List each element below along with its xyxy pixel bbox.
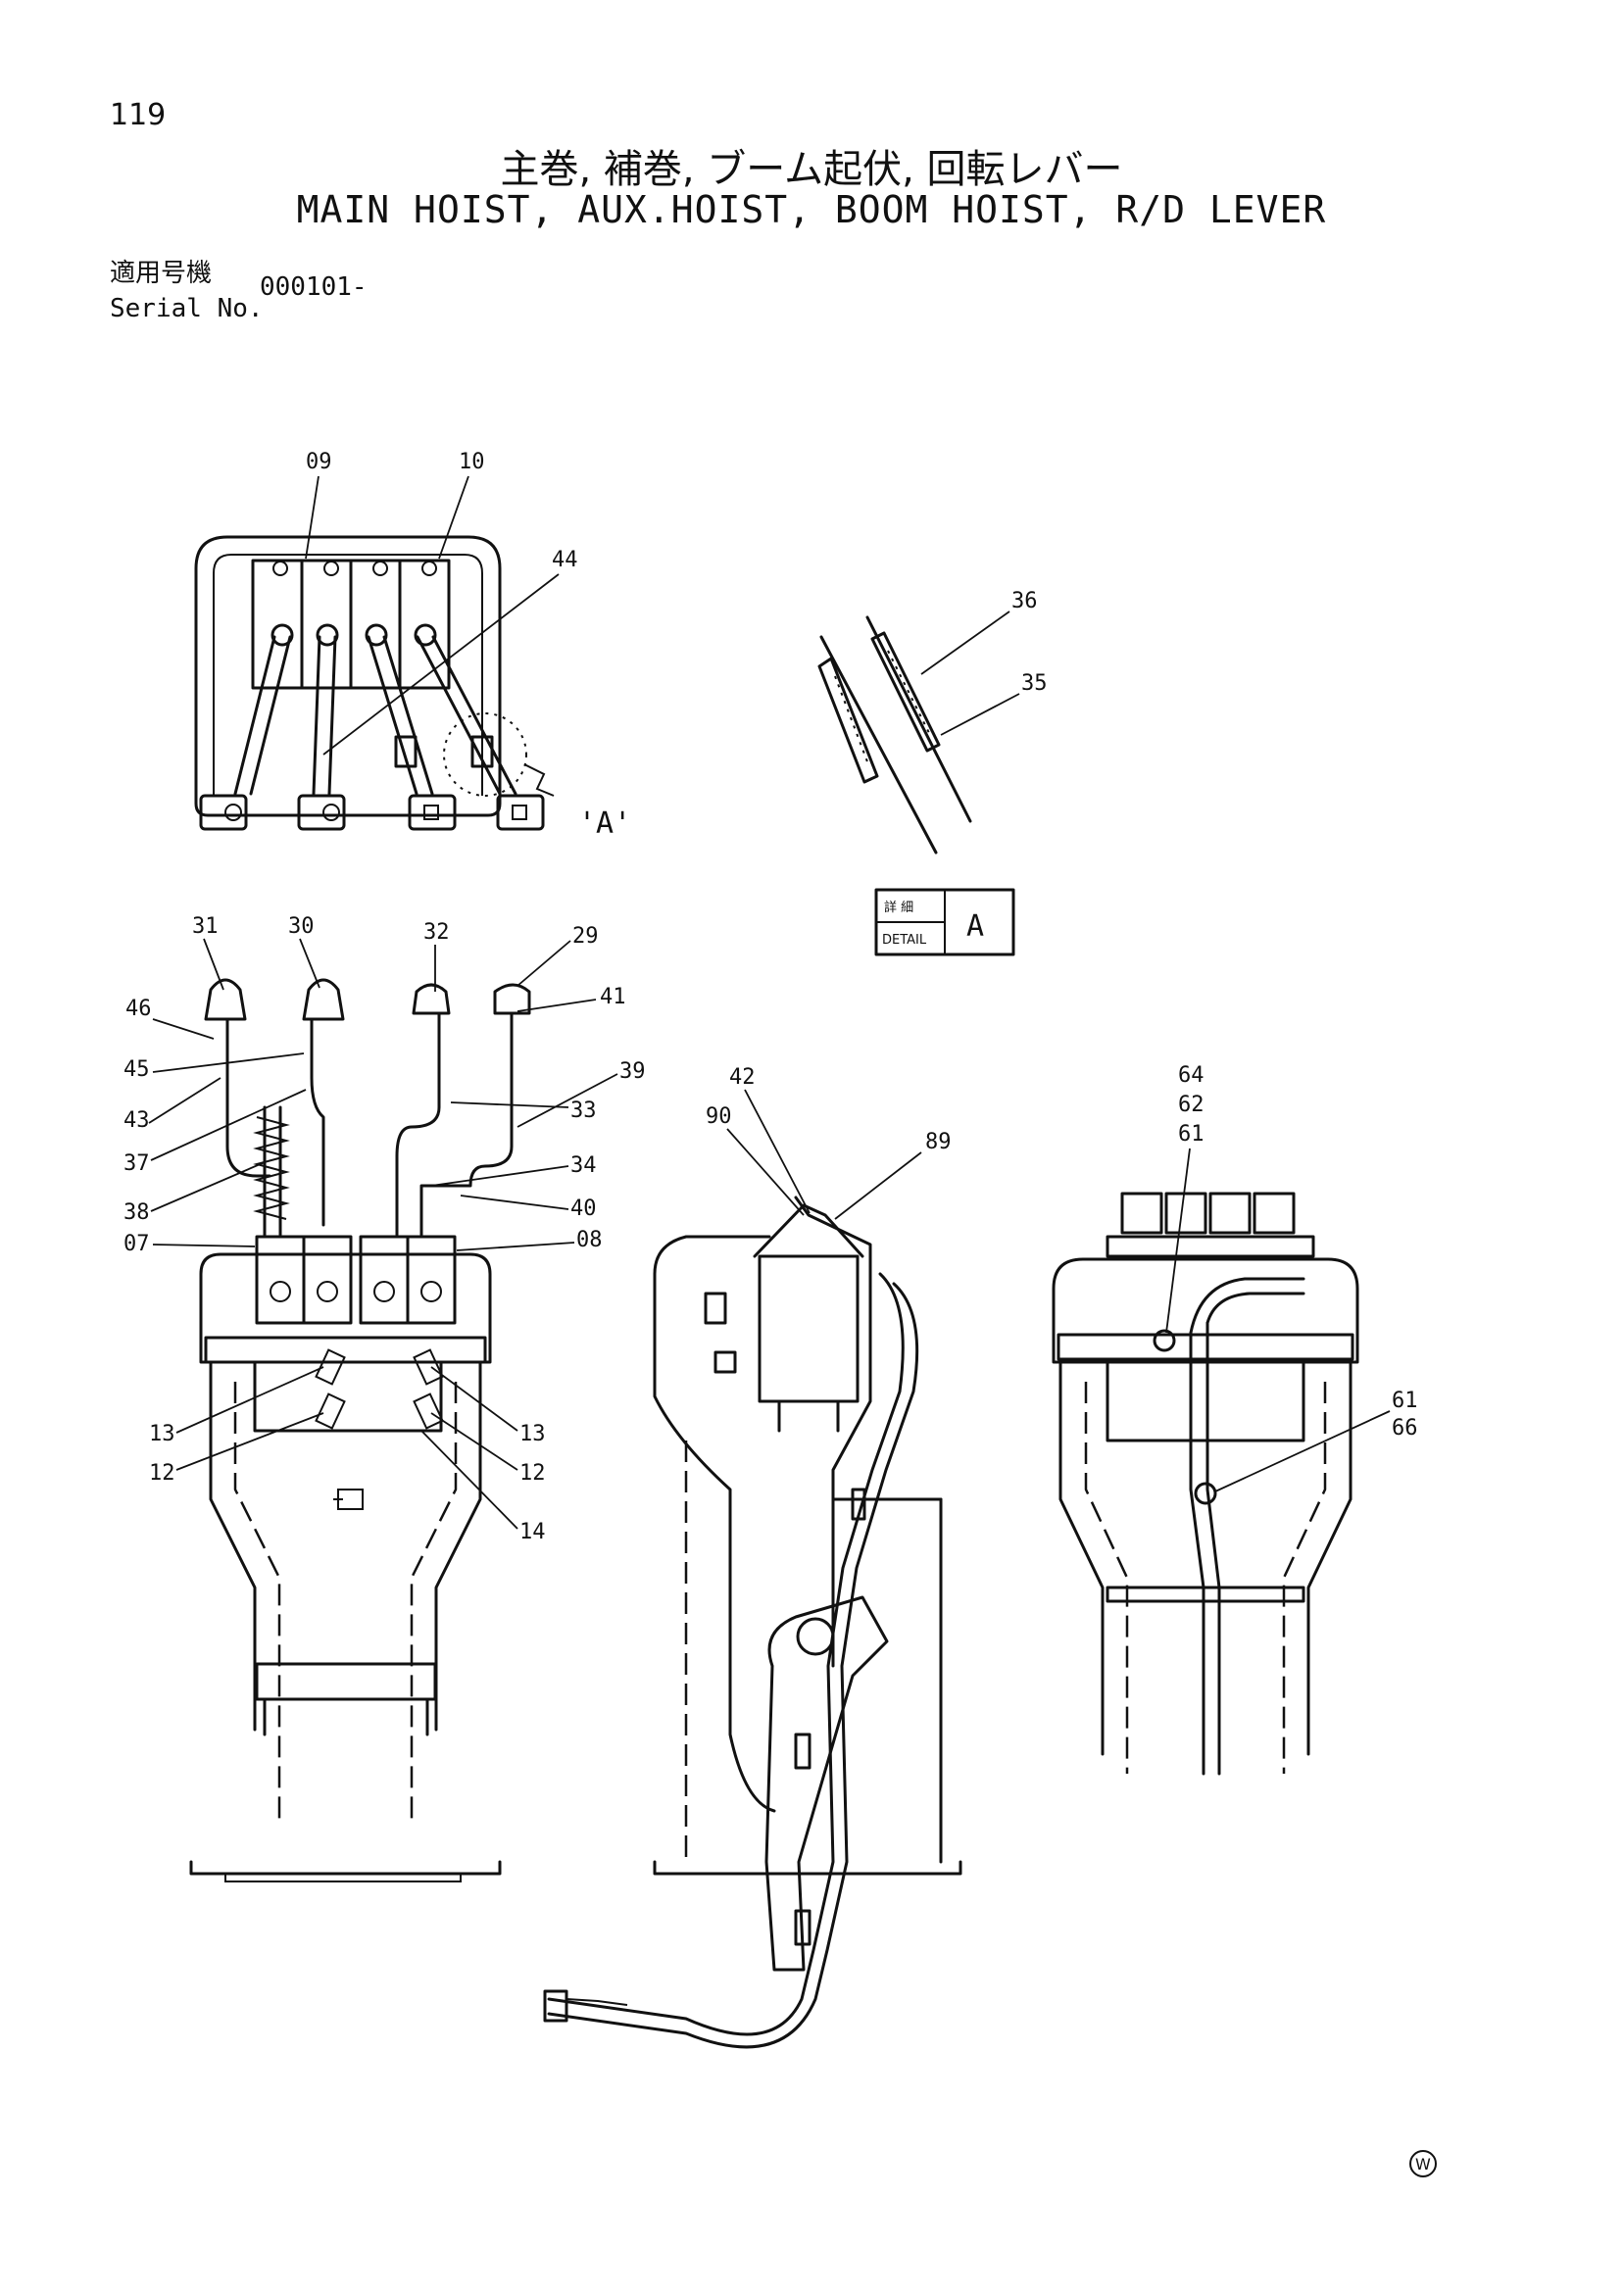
callout-label: 90 [706,1104,732,1129]
callout-label: 45 [123,1057,150,1082]
callout-label: 12 [519,1461,546,1486]
page-title-english: MAIN HOIST, AUX.HOIST, BOOM HOIST, R/D L… [296,188,1327,231]
callout-label: 33 [570,1099,597,1123]
detail-label-english: DETAIL [882,933,927,948]
callout-label: 62 [1178,1093,1205,1117]
callout-label: 36 [1011,589,1038,613]
callout-label: 38 [123,1200,150,1225]
callout-label: 39 [619,1059,646,1084]
callout-label: 66 [1392,1416,1418,1441]
footer-mark: W [1415,2155,1431,2174]
callout-label: 35 [1021,671,1048,696]
page-number: 119 [110,98,167,132]
serial-label-english: Serial No. [110,294,264,323]
detail-a-view [817,615,972,855]
callout-label: 12 [149,1461,175,1486]
detail-label-japanese: 詳 細 [884,900,913,915]
serial-label-japanese: 適用号機 [110,259,213,288]
callout-label: 30 [288,914,315,939]
side-view [543,1196,962,2049]
callout-label: 34 [570,1153,597,1178]
callout-label: 43 [123,1108,150,1133]
callout-label: 09 [306,450,332,474]
callout-label: 08 [576,1228,603,1252]
rear-view [1052,1192,1359,1776]
callout-label: 31 [192,914,219,939]
serial-number-value: 000101- [260,272,368,302]
front-view [189,978,531,1882]
callout-label: 89 [925,1130,952,1154]
callout-label: 42 [729,1065,756,1090]
w-mark-icon [1409,2150,1437,2177]
detail-letter: A [966,909,984,944]
callout-label: 07 [123,1232,150,1256]
top-view [194,535,555,831]
callout-label: 37 [123,1151,150,1176]
callout-label: 13 [519,1422,546,1446]
callout-label: 41 [600,985,626,1009]
callout-label: 29 [572,924,599,949]
callout-label: 40 [570,1197,597,1221]
callout-label: 14 [519,1520,546,1544]
callout-label: 13 [149,1422,175,1446]
callout-label: 64 [1178,1063,1205,1088]
page-title-japanese: 主巻, 補巻, ブーム起伏, 回転レバー [500,147,1123,192]
callout-label: 61 [1392,1389,1418,1413]
callout-label: 46 [125,997,152,1021]
view-marker-label: 'A' [578,806,631,841]
detail-a-box: 詳 細 DETAIL A [874,888,1015,956]
callout-label: 10 [459,450,485,474]
callout-label: 61 [1178,1122,1205,1147]
callout-label: 44 [552,548,578,572]
callout-label: 32 [423,920,450,945]
